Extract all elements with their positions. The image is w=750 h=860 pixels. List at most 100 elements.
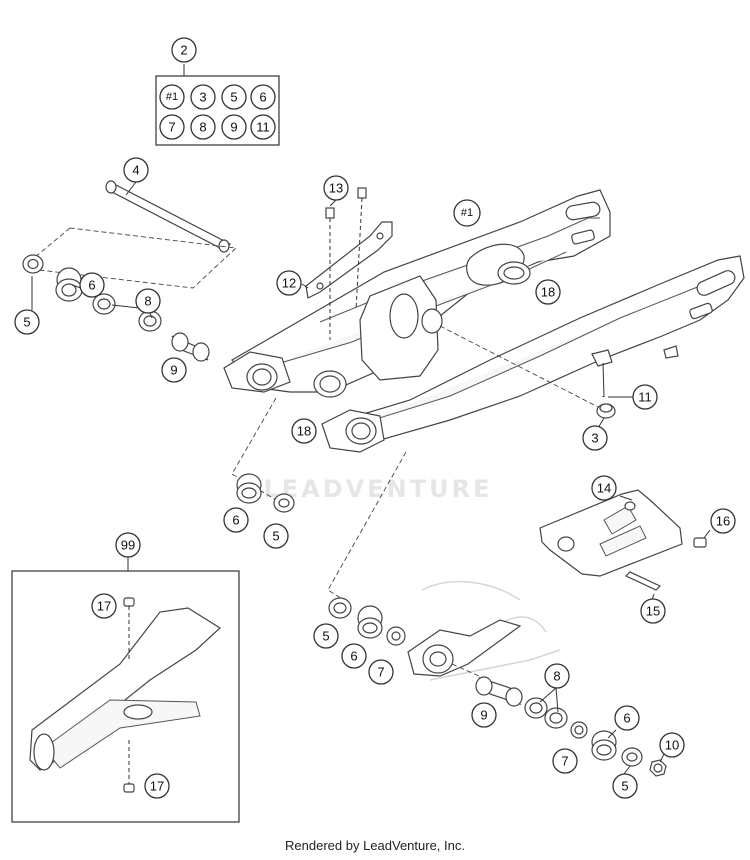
kit-callout-5[interactable]: 5 [221,84,247,110]
callout-17-bottom[interactable]: 17 [144,773,170,799]
svg-text:6: 6 [232,513,239,528]
callout-1-swingarm[interactable]: #1 [453,199,481,227]
nut-16[interactable] [693,537,707,548]
svg-text:7: 7 [168,120,175,135]
lower-left-seal-5[interactable] [273,493,295,513]
swingarm-main[interactable] [223,189,745,453]
kit-callout-11[interactable]: 11 [250,114,276,140]
callout-5-lower-right[interactable]: 5 [612,773,638,799]
svg-text:17: 17 [97,599,111,614]
svg-text:#1: #1 [166,91,178,103]
callout-15[interactable]: 15 [640,598,666,624]
lower-bearing-8b[interactable] [544,707,568,729]
callout-7-lower[interactable]: 7 [368,659,394,685]
watermark-text: LEADVENTURE [264,475,493,503]
kit-callout-7[interactable]: 7 [159,114,185,140]
callout-8-lower[interactable]: 8 [544,663,570,689]
pivot-boss-right [321,409,385,453]
svg-text:2: 2 [180,43,187,58]
svg-text:9: 9 [230,120,237,135]
bolt-15[interactable] [624,571,662,591]
svg-text:16: 16 [716,514,730,529]
left-bearing-8a[interactable] [92,293,116,315]
svg-text:4: 4 [132,163,139,178]
insert-18-upper[interactable] [497,261,531,285]
lower-spacer-9[interactable] [475,676,523,707]
svg-text:3: 3 [591,431,598,446]
chain-guide-14[interactable] [539,489,683,577]
callout-17-top[interactable]: 17 [91,593,117,619]
svg-text:11: 11 [638,390,652,405]
left-seal-5[interactable] [22,254,44,274]
footer-credit: Rendered by LeadVenture, Inc. [285,838,465,853]
svg-text:8: 8 [199,120,206,135]
cap-3[interactable] [596,403,616,419]
kit-group: 2 #1 3 5 6 7 8 9 11 [155,37,280,146]
svg-text:6: 6 [350,649,357,664]
callout-7-lower-right[interactable]: 7 [552,748,578,774]
left-bearing-8b[interactable] [138,310,162,332]
svg-text:12: 12 [282,276,296,291]
kit-callout-8[interactable]: 8 [190,114,216,140]
callout-2[interactable]: 2 [171,37,197,63]
lower-bushing-6[interactable] [357,605,383,639]
callout-3[interactable]: 3 [582,425,608,451]
svg-text:8: 8 [553,669,560,684]
svg-text:15: 15 [646,604,660,619]
insert-18-lower[interactable] [313,370,347,398]
chain-guide-bracket-12[interactable] [305,221,393,299]
kit-callout-9[interactable]: 9 [221,114,247,140]
callout-99[interactable]: 99 [115,532,141,558]
screw-17-top[interactable] [123,597,135,660]
lower-washer-7b[interactable] [570,721,588,739]
svg-text:17: 17 [150,779,164,794]
left-spacer-9[interactable] [171,332,210,362]
svg-text:18: 18 [297,424,311,439]
bolt-13b[interactable] [355,187,367,311]
callout-16[interactable]: 16 [710,508,736,534]
callout-4[interactable]: 4 [123,157,149,183]
callout-18-lower[interactable]: 18 [291,418,317,444]
svg-text:3: 3 [199,90,206,105]
svg-text:9: 9 [170,363,177,378]
callout-11[interactable]: 11 [632,384,658,410]
svg-text:9: 9 [480,708,487,723]
chain-slider-99[interactable] [29,607,221,771]
callout-10[interactable]: 10 [659,732,685,758]
callout-13[interactable]: 13 [323,175,349,201]
kit-callout-1[interactable]: #1 [159,84,185,110]
callout-12[interactable]: 12 [276,270,302,296]
callout-6-mid[interactable]: 6 [223,507,249,533]
kit-callout-6[interactable]: 6 [250,84,276,110]
left-bushing-6[interactable] [55,267,83,302]
lower-bearing-8a[interactable] [524,697,548,719]
callout-5-lower[interactable]: 5 [313,623,339,649]
lower-bushing-6b[interactable] [591,730,617,761]
callout-5-mid[interactable]: 5 [263,523,289,549]
callout-8-left[interactable]: 8 [135,288,161,314]
svg-text:7: 7 [561,754,568,769]
callout-14[interactable]: 14 [591,475,617,501]
pivot-axle[interactable] [105,180,232,253]
callout-5-left[interactable]: 5 [14,309,40,335]
nut-10[interactable] [649,759,667,777]
lower-seal-5[interactable] [328,597,352,619]
callout-18-upper[interactable]: 18 [535,279,561,305]
svg-text:6: 6 [259,90,266,105]
callout-9-left[interactable]: 9 [161,357,187,383]
callout-6-lower[interactable]: 6 [341,643,367,669]
svg-text:8: 8 [144,294,151,309]
lower-seal-5b[interactable] [621,747,643,767]
svg-text:99: 99 [121,538,135,553]
callout-9-lower[interactable]: 9 [471,702,497,728]
callout-6-lower-right[interactable]: 6 [614,705,640,731]
callout-6-left[interactable]: 6 [79,272,105,298]
svg-text:5: 5 [23,315,30,330]
pivot-boss-left [223,351,291,393]
bolt-13a[interactable] [325,207,335,340]
lower-left-bushing-6[interactable] [236,473,262,504]
kit-callout-3[interactable]: 3 [190,84,216,110]
screw-17-bottom[interactable] [123,740,135,793]
lower-washer-7[interactable] [386,626,406,646]
